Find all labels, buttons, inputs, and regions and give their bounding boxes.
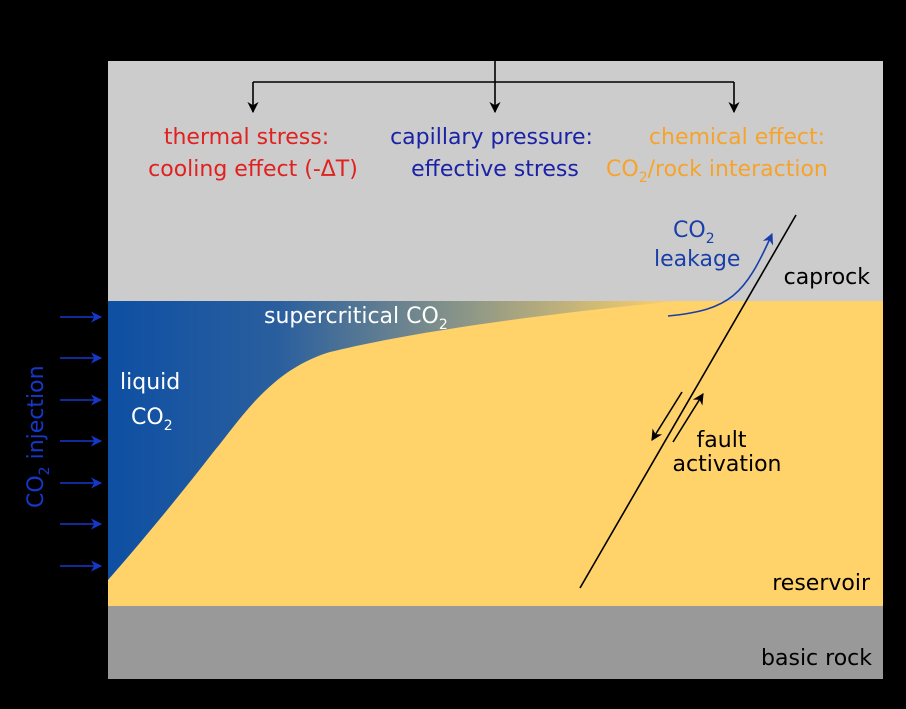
fault-label: fault bbox=[697, 428, 747, 453]
reservoir-label: reservoir bbox=[772, 571, 871, 596]
co2-plume bbox=[108, 301, 680, 580]
effective-stress-label: effective stress bbox=[411, 157, 579, 182]
svg-text:fault activation: fault activation bbox=[673, 428, 782, 477]
leakage-arrow bbox=[667, 232, 774, 317]
effect-arrows bbox=[247, 61, 740, 114]
caprock-label: caprock bbox=[784, 265, 871, 290]
basic-rock-label: basic rock bbox=[761, 646, 872, 671]
activation-label: activation bbox=[673, 452, 782, 477]
cooling-effect-label: cooling effect (-ΔT) bbox=[148, 157, 358, 182]
leakage-label: leakage bbox=[654, 247, 740, 272]
liquid-co2-label: CO2 bbox=[131, 405, 173, 434]
svg-text:capillary pressure: effect: capillary pressure: effective stress bbox=[390, 125, 600, 182]
fault-slip-arrow-down bbox=[651, 391, 683, 441]
liquid-label: liquid bbox=[120, 370, 180, 395]
svg-text:thermal stress: cooling ef: thermal stress: cooling effect (-ΔT) bbox=[148, 125, 358, 182]
basic-rock-layer bbox=[108, 606, 883, 679]
leakage-co2-label: CO2 bbox=[673, 218, 715, 247]
co2-injection-label: CO2 injection bbox=[24, 365, 53, 508]
fault-line bbox=[579, 214, 797, 589]
co2-rock-interaction-label: CO2/rock interaction bbox=[606, 157, 828, 186]
injection-arrows bbox=[60, 311, 103, 572]
capillary-pressure-label: capillary pressure: bbox=[390, 125, 593, 150]
supercritical-co2-label: supercritical CO2 bbox=[264, 304, 448, 333]
chemical-effect-label: chemical effect: bbox=[649, 125, 825, 150]
fault-slip-arrow-up bbox=[672, 393, 704, 443]
thermal-stress-label: thermal stress: bbox=[164, 125, 329, 150]
